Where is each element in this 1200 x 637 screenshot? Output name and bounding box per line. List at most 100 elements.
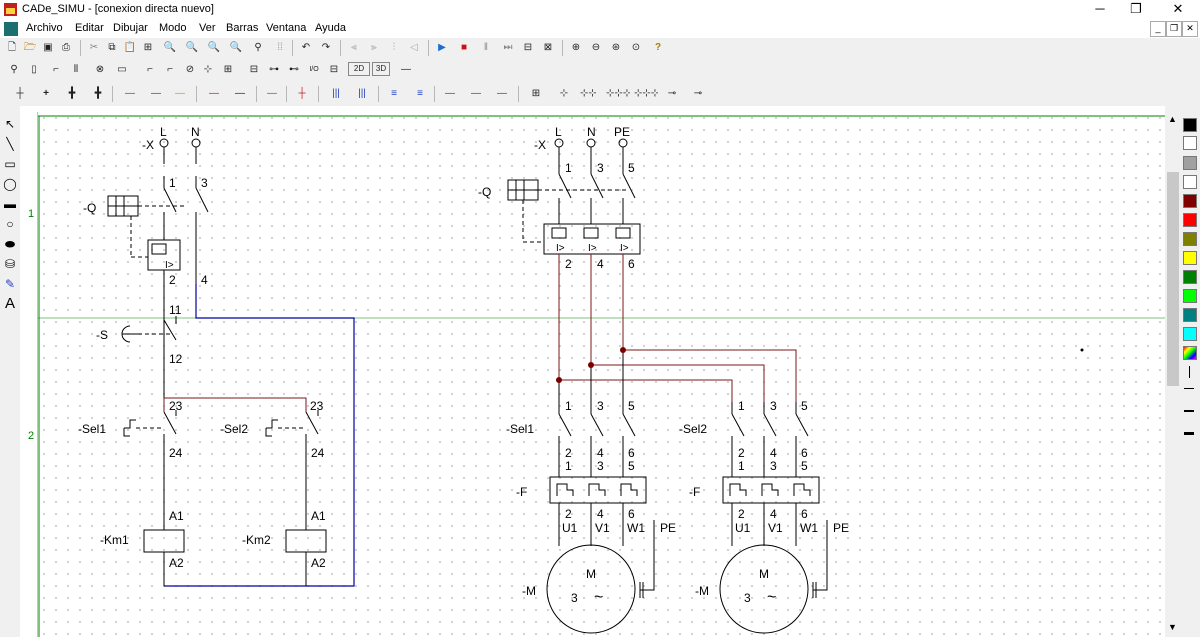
color-swatch[interactable] [1183,232,1197,246]
relay-icon[interactable]: ▭ [117,64,127,75]
power-breaker-body[interactable] [543,223,641,255]
color-swatch[interactable] [1183,156,1197,170]
terminal-row-3-icon[interactable]: ⊹⊹⊹ [634,88,658,99]
wire-green-icon[interactable]: — [175,88,185,99]
redo-icon[interactable]: ↷ [321,42,331,53]
restore-button[interactable]: ❐ [1130,1,1142,16]
filled-rectangle-tool-icon[interactable]: ▬ [4,197,16,211]
ellipse-tool-icon[interactable]: ◯ [3,177,17,191]
bus-icon[interactable]: ⊟ [329,64,339,75]
plug-icon[interactable]: ⊸ [667,88,677,99]
simulate-pause-icon[interactable]: ‖ [483,42,489,53]
menu-dibujar[interactable]: Dibujar [113,22,148,34]
wire-red-2-icon[interactable]: — [209,88,219,99]
fill-bucket-icon[interactable]: ⛁ [4,257,16,271]
new-file-icon[interactable]: 🗋 [7,42,17,53]
copy-icon[interactable]: ⧉ [108,42,116,53]
wire-blue-2-icon[interactable]: — [445,88,455,99]
help-icon[interactable]: ? [654,42,662,53]
wire-node-icon[interactable]: ┼ [16,88,24,99]
cut-icon[interactable]: ✂ [89,42,99,53]
distribute-icon[interactable]: ◁ [410,42,418,53]
resistor-icon[interactable]: ⊶ [269,64,279,75]
align-center-icon[interactable]: ⫸ [371,42,377,53]
menu-archivo[interactable]: Archivo [26,22,63,34]
wire-cross-icon[interactable]: + [43,88,49,99]
scroll-down-icon[interactable]: ▼ [1168,622,1177,632]
view-2d-button[interactable]: 2D [348,62,370,76]
align-left-icon[interactable]: ⫷ [351,42,357,53]
connector-icon[interactable]: ⊷ [289,64,299,75]
color-swatch[interactable] [1183,327,1197,341]
wire-t-icon[interactable]: ╋ [94,88,102,99]
custom-color-icon[interactable] [1183,346,1197,360]
color-swatch[interactable] [1183,175,1197,189]
wire-blue-3-icon[interactable]: — [471,88,481,99]
find-next-icon[interactable]: 🔍 [185,42,199,53]
paste-icon[interactable]: 📋 [123,42,137,53]
lamp-icon[interactable]: ⊘ [185,64,195,75]
horizontal-wires-2-icon[interactable]: ≡ [417,88,423,99]
b1-overload-relay[interactable] [549,476,647,504]
vertical-wires-icon[interactable]: ||| [332,88,340,99]
minimize-button[interactable]: ─ [1095,1,1105,16]
b1-motor[interactable] [546,544,636,634]
zoom-fit-icon[interactable]: ⊛ [611,42,621,53]
drawing-canvas[interactable]: -X L N -Q 1 3 I> 2 4 11 -S [38,112,1165,637]
sensor-icon[interactable]: ⊹ [203,64,213,75]
open-folder-icon[interactable]: 🗁 [23,42,37,53]
zoom-area-icon[interactable]: 🔍 [207,42,221,53]
b2-motor[interactable] [719,544,809,634]
motor-protector-icon[interactable]: ⊗ [95,64,105,75]
line-width-4[interactable] [1184,432,1194,435]
line-icon[interactable]: — [401,64,411,75]
save-icon[interactable]: ▣ [43,42,53,53]
print-icon[interactable]: ⎙ [62,42,70,53]
close-button[interactable]: ✕ [1172,1,1184,16]
horizontal-wires-icon[interactable]: ≡ [391,88,397,99]
pointer-icon[interactable]: ↖ [4,117,16,131]
socket-icon[interactable]: ⊸ [693,88,703,99]
undo-icon[interactable]: ↶ [301,42,311,53]
menu-barras[interactable]: Barras [226,22,259,34]
pushbutton-icon[interactable]: ⌐ [147,64,153,75]
view-3d-button[interactable]: 3D [372,62,390,76]
color-swatch[interactable] [1183,136,1197,150]
color-swatch[interactable] [1183,308,1197,322]
text-tool-icon[interactable]: A [4,295,15,312]
circle-tool-icon[interactable]: ○ [6,217,14,231]
zoom-in-icon[interactable]: ⊕ [571,42,581,53]
terminal-strip-icon[interactable]: ⊞ [531,88,541,99]
simulate-step-icon[interactable]: ⏭ [503,42,513,53]
mdi-minimize-button[interactable]: _ [1150,21,1166,37]
replace-icon[interactable]: 🔍 [229,42,243,53]
multi-terminal-icon[interactable]: ⊹ [559,88,569,99]
paste-special-icon[interactable]: ⊞ [143,42,153,53]
km1-coil[interactable] [143,529,185,553]
vertical-scrollbar[interactable]: ▲ ▼ [1165,112,1181,637]
terminal-n-circle[interactable] [191,138,201,148]
vertical-wires-2-icon[interactable]: ||| [358,88,366,99]
zoom-page-icon[interactable]: ⊙ [631,42,641,53]
line-width-3[interactable] [1184,410,1194,412]
menu-modo[interactable]: Modo [159,22,187,34]
triple-switch-icon[interactable]: ⫴ [73,64,79,75]
wire-brown-icon[interactable]: — [267,88,277,99]
menu-ver[interactable]: Ver [199,22,216,34]
wire-junction-icon[interactable]: ╋ [68,88,76,99]
find-icon[interactable]: 🔍 [163,42,177,53]
grid-icon[interactable]: ⁞⁞ [277,42,283,53]
terminal-row-icon[interactable]: ⊹⊹ [580,88,596,99]
wire-red-icon[interactable]: — [125,88,135,99]
terminal-row-2-icon[interactable]: ⊹⊹⊹ [606,88,630,99]
mdi-close-button[interactable]: ✕ [1182,21,1198,37]
coil-icon[interactable]: ⊞ [223,64,233,75]
zoom-out-icon[interactable]: ⊖ [591,42,601,53]
color-swatch[interactable] [1183,118,1197,132]
menu-ayuda[interactable]: Ayuda [315,22,346,34]
select-all-icon[interactable]: ⚲ [254,42,262,53]
timer-contact-icon[interactable]: ⌐ [167,64,173,75]
power-terminal-l-circle[interactable] [554,138,564,148]
power-terminal-pe-circle[interactable] [618,138,628,148]
wire-black-icon[interactable]: — [235,88,245,99]
